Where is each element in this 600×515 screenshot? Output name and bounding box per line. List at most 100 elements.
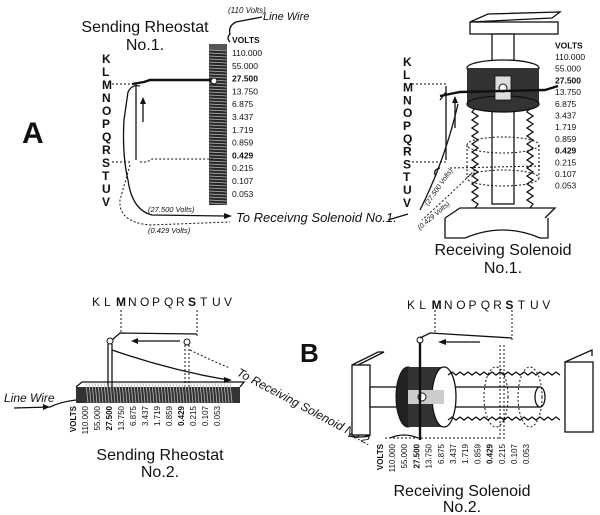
coil-winding — [160, 382, 164, 404]
volts-value: 0.215 — [555, 157, 577, 167]
coil-winding — [163, 382, 167, 404]
volts-value: 0.053 — [213, 405, 222, 426]
volts-value: 0.215 — [498, 443, 507, 464]
volts-value: 0.429 — [232, 150, 254, 160]
volts-value: 6.875 — [437, 443, 446, 464]
line-wire-label-b: Line Wire — [4, 391, 55, 405]
coil-winding — [193, 382, 197, 404]
volts-value: 0.859 — [232, 138, 254, 148]
scale-letter-t: T — [518, 298, 526, 312]
scale-letter-k: K — [403, 55, 412, 69]
scale-letter-l: L — [403, 68, 410, 82]
coil-winding — [229, 382, 233, 404]
receiving-solenoid-2-subtitle: No.2. — [443, 499, 481, 515]
scale-letter-o: O — [456, 298, 465, 312]
volts-value: 0.859 — [473, 443, 482, 464]
coil-winding — [148, 382, 152, 404]
scale-letter-m: M — [102, 78, 112, 92]
volts-value: 3.437 — [555, 111, 577, 121]
volts-value: 55.000 — [93, 405, 102, 430]
switch-arm-b1[interactable] — [106, 310, 232, 400]
coil-winding — [208, 163, 228, 166]
volts-value: 27.500 — [412, 443, 421, 468]
scale-letter-t: T — [403, 170, 411, 184]
volts-value: 55.000 — [232, 61, 258, 71]
line-wire-b — [13, 399, 77, 409]
volts-value: 1.719 — [555, 122, 577, 132]
scale-letter-k: K — [407, 298, 415, 312]
coil-winding — [208, 154, 228, 157]
coil-winding — [208, 187, 228, 190]
panel-b-label: B — [300, 338, 319, 368]
coil-winding — [208, 184, 228, 187]
coil-winding — [208, 202, 228, 205]
switch-arm-a1[interactable] — [112, 77, 218, 163]
scale-letter-v: V — [224, 295, 232, 309]
coil-winding — [208, 49, 228, 52]
line-wire-label-a: Line Wire — [263, 11, 309, 23]
coil-winding — [88, 382, 92, 404]
coil-winding — [130, 382, 134, 404]
connector-wire-a — [387, 213, 409, 221]
coil-winding — [196, 382, 200, 404]
coil-winding — [121, 382, 125, 404]
coil-winding — [118, 382, 122, 404]
coil-winding — [208, 109, 228, 112]
receiving-solenoid-2-title: Receiving Solenoid — [394, 483, 531, 500]
coil-winding — [208, 103, 228, 106]
coil-winding — [208, 97, 228, 100]
coil-winding — [109, 382, 113, 404]
coil-winding — [208, 199, 228, 202]
coil-winding — [211, 382, 215, 404]
volts-value: 27.500 — [105, 405, 114, 430]
volts-value: 110.000 — [555, 52, 585, 62]
coil-winding — [208, 100, 228, 103]
volts-value: 55.000 — [555, 64, 581, 74]
volts-value: 1.719 — [153, 405, 162, 426]
scale-letter-p: P — [102, 117, 110, 131]
coil-winding — [208, 64, 228, 67]
volts-value: 1.719 — [232, 125, 254, 135]
coil-winding — [208, 148, 228, 151]
scale-letter-u: U — [102, 182, 111, 196]
coil-winding — [169, 382, 173, 404]
volts-value: 0.107 — [555, 169, 577, 179]
coil-winding — [208, 139, 228, 142]
scale-letter-l: L — [419, 298, 426, 312]
coil-winding — [217, 382, 221, 404]
scale-letter-l: L — [102, 65, 109, 79]
scale-letter-t: T — [102, 169, 110, 183]
coil-winding — [208, 166, 228, 169]
volts-value: 0.429 — [555, 146, 577, 156]
coil-winding — [208, 175, 228, 178]
coil-winding — [199, 382, 203, 404]
scale-letter-r: R — [403, 145, 412, 159]
coil-winding — [208, 121, 228, 124]
volts-value: 3.437 — [449, 443, 458, 464]
coil-winding — [112, 382, 116, 404]
coil-winding — [202, 382, 206, 404]
volts-value: 110.000 — [81, 405, 90, 434]
coil-winding — [208, 112, 228, 115]
scale-letter-r: R — [493, 298, 502, 312]
coil-winding — [172, 382, 176, 404]
coil-winding — [208, 151, 228, 154]
coil-winding — [208, 196, 228, 199]
coil-winding — [208, 124, 228, 127]
volts-value: 13.750 — [117, 405, 126, 430]
scale-letter-u: U — [403, 183, 412, 197]
coil-winding — [208, 160, 228, 163]
coil-winding — [175, 382, 179, 404]
coil-winding — [208, 127, 228, 130]
coil-winding — [127, 382, 131, 404]
output-wire-high-a — [122, 91, 226, 217]
scale-letter-r: R — [176, 295, 185, 309]
volts-scale-a1: VOLTS110.00055.00027.50013.7506.8753.437… — [232, 35, 262, 199]
coil-winding — [208, 145, 228, 148]
scale-letter-p: P — [403, 119, 411, 133]
coil-winding — [178, 382, 182, 404]
